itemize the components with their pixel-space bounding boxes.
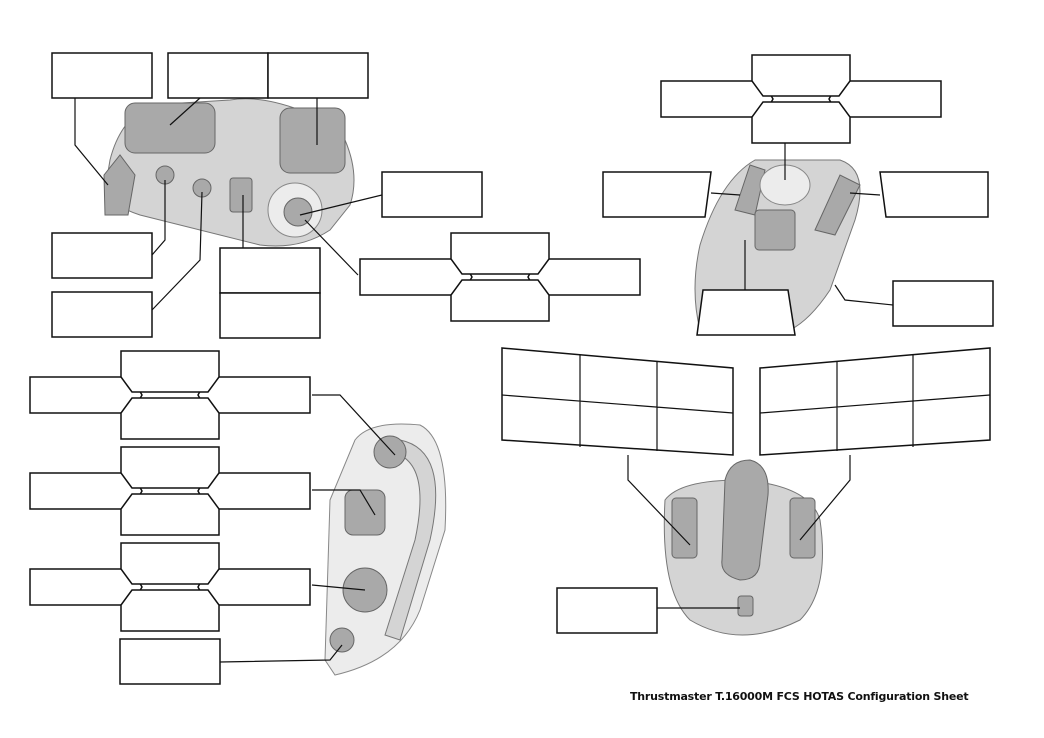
button-grid-left bbox=[501, 347, 734, 456]
label-box bbox=[120, 446, 220, 489]
hat-group bbox=[29, 446, 311, 536]
label-box bbox=[51, 52, 153, 99]
label-box bbox=[51, 232, 153, 279]
throttle-side-view bbox=[324, 423, 447, 676]
throttle-head bbox=[694, 159, 861, 331]
label-box bbox=[120, 350, 220, 393]
button-grid-right bbox=[759, 347, 991, 456]
label-box bbox=[450, 232, 550, 275]
leader-lines bbox=[74, 97, 894, 663]
hat-group bbox=[29, 350, 311, 440]
label-box bbox=[219, 292, 321, 339]
hat-label-groups bbox=[29, 54, 942, 632]
label-box bbox=[120, 493, 220, 536]
label-box bbox=[879, 171, 989, 218]
label-box bbox=[267, 52, 369, 99]
label-box bbox=[51, 291, 153, 338]
hat-group bbox=[29, 542, 311, 632]
label-box bbox=[219, 247, 321, 294]
label-box bbox=[696, 289, 796, 336]
label-boxes bbox=[51, 52, 994, 685]
label-box bbox=[751, 54, 851, 97]
label-box bbox=[892, 280, 994, 327]
label-box bbox=[450, 279, 550, 322]
sheet-title: Thrustmaster T.16000M FCS HOTAS Configur… bbox=[630, 690, 969, 703]
joystick-base bbox=[663, 459, 823, 636]
label-box bbox=[381, 171, 483, 218]
label-box bbox=[751, 101, 851, 144]
label-box bbox=[167, 52, 269, 99]
hat-group bbox=[359, 232, 641, 322]
label-box bbox=[556, 587, 658, 634]
label-box bbox=[119, 638, 221, 685]
hat-group bbox=[660, 54, 942, 144]
label-box bbox=[120, 589, 220, 632]
label-box bbox=[120, 397, 220, 440]
label-box bbox=[120, 542, 220, 585]
label-box bbox=[602, 171, 712, 218]
